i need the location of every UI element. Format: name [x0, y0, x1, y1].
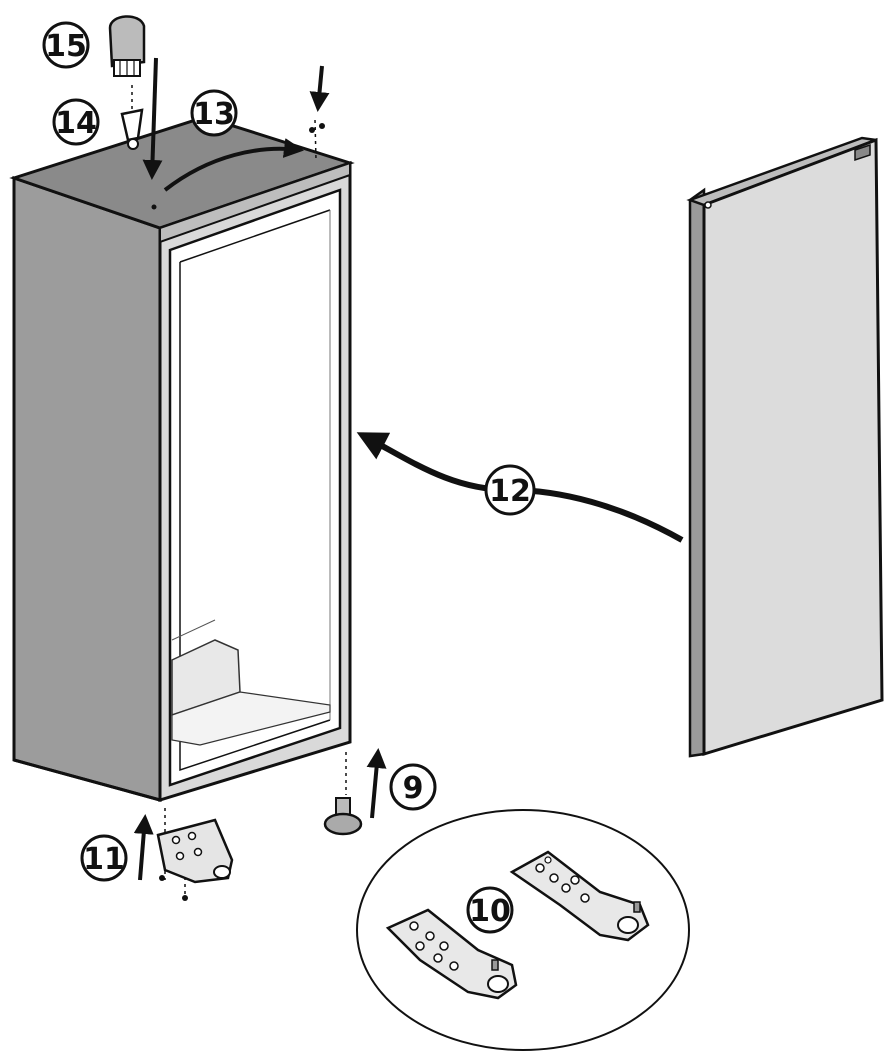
arrow-15-down — [142, 57, 163, 180]
hinge-cover-cap — [108, 15, 146, 77]
adjustable-foot — [323, 797, 363, 836]
step-badge-11: 11 — [80, 834, 128, 882]
interior-bottom-compartment — [171, 619, 331, 746]
step-label-15: 15 — [45, 29, 87, 64]
step-label-12: 12 — [489, 474, 531, 509]
door-face — [702, 137, 884, 757]
door-edge — [688, 187, 706, 758]
fridge-cabinet — [9, 115, 355, 803]
step-badge-14: 14 — [52, 98, 100, 146]
step-label-11: 11 — [83, 842, 125, 877]
arrow-9-up — [366, 748, 387, 819]
top-screws — [309, 123, 325, 133]
hinge-bracket-original — [509, 850, 650, 942]
arrow-top-screw-down — [309, 65, 330, 112]
bottom-hinge-assembly — [156, 818, 234, 901]
step-badge-9: 9 — [389, 763, 437, 811]
step-label-10: 10 — [469, 894, 511, 929]
hinge-bracket-replacement — [385, 908, 518, 1000]
interior-liner-edge — [179, 262, 331, 772]
hinge-pin — [120, 108, 144, 150]
arrow-13-top-swap — [163, 138, 304, 192]
step-label-14: 14 — [55, 106, 97, 141]
step-label-13: 13 — [193, 97, 235, 132]
step-badge-10: 10 — [466, 886, 514, 934]
arrow-11-up — [133, 814, 154, 881]
step-label-9: 9 — [403, 771, 424, 806]
step-badge-12: 12 — [484, 464, 536, 516]
cabinet-interior-opening — [168, 188, 342, 787]
fridge-door — [686, 136, 884, 758]
step-badge-13: 13 — [190, 89, 238, 137]
hinge-detail-inset — [356, 809, 690, 1051]
cabinet-side-panel — [12, 175, 162, 802]
cabinet-top-lip — [159, 161, 351, 244]
step-badge-15: 15 — [42, 21, 90, 69]
